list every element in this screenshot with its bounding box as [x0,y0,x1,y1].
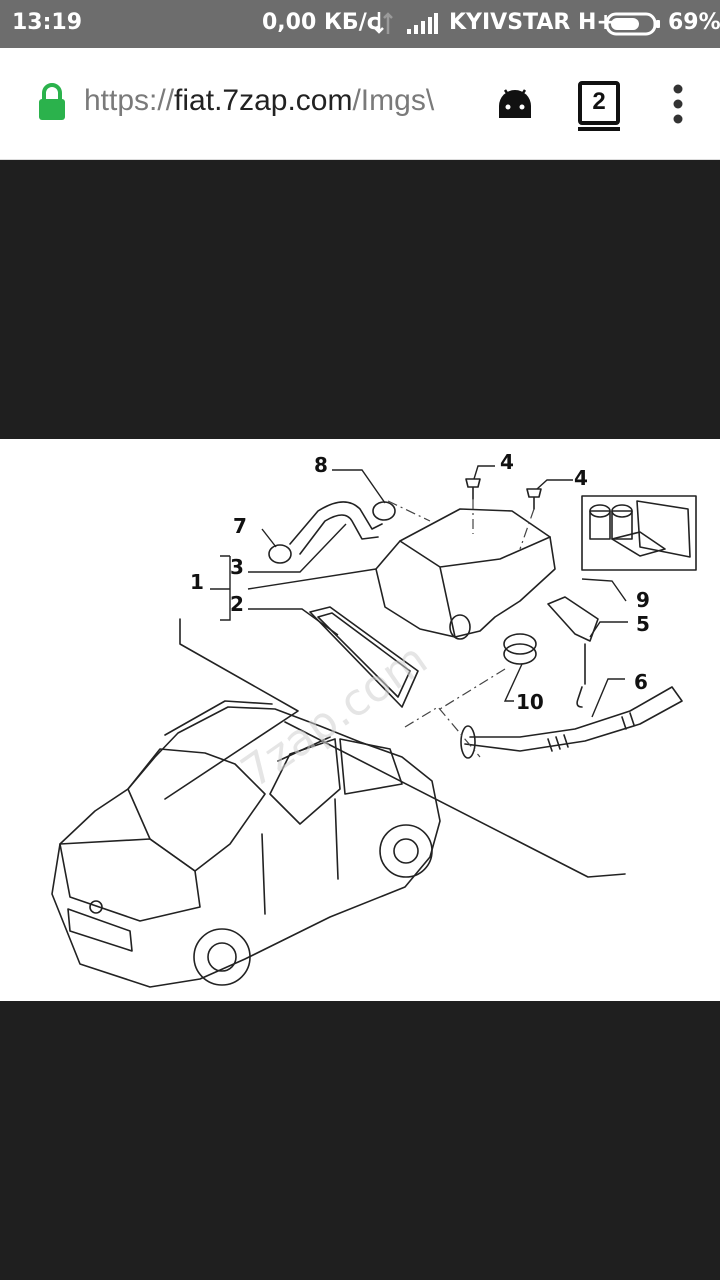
rear-wheel [379,824,433,878]
carrier-name: KYIVSTAR H+ [449,10,615,35]
car-side-window [269,738,341,825]
callout-8: 8 [314,453,328,477]
part-4-bolt-b [526,488,542,510]
part-1-airbox [375,508,556,638]
url-scheme: https:// [84,84,175,117]
part-8-clamp [372,501,396,521]
overflow-menu-icon[interactable] [668,82,688,126]
car-rear-window [339,738,403,795]
part-10-grommet [503,643,537,665]
part-5-spring [576,643,586,708]
part-4-bolt-a [465,478,481,500]
address-bar[interactable]: https://fiat.7zap.com/Imgs\ [84,84,470,124]
car-door-line [261,798,339,915]
part-8-hose [289,501,383,555]
browser-toolbar: https://fiat.7zap.com/Imgs\ 2 [0,48,720,160]
android-icon[interactable] [496,84,534,122]
network-speed: 0,00 КБ/с [262,10,380,35]
part-9-kit-box [581,495,697,571]
callout-4a: 4 [500,450,514,474]
parts-diagram-drawing: 7zap.com 1 2 3 4 4 5 6 7 8 9 10 [51,450,697,988]
callout-1: 1 [190,570,204,594]
callout-6: 6 [634,670,648,694]
part-6-duct-ribs [547,712,635,752]
front-wheel-hub [207,942,237,972]
rear-wheel-hub [393,838,419,864]
part-6-duct [464,686,683,752]
front-wheel [193,928,251,986]
part-1-airbox-outlet [449,614,471,640]
page-content: 7zap.com 1 2 3 4 4 5 6 7 8 9 10 [0,160,720,1280]
battery-icon [605,12,660,36]
lock-icon[interactable] [36,82,68,122]
status-bar: 13:19 0,00 КБ/с KYIVSTAR H+ 69% [0,0,720,48]
callout-3: 3 [230,555,244,579]
car-logo [89,900,103,914]
callout-2: 2 [230,592,244,616]
status-time: 13:19 [12,10,83,35]
part-2-filter [309,606,419,708]
car-grille [67,908,133,952]
battery-percent: 69% [668,10,720,35]
watermark: 7zap.com [232,634,437,798]
url-host: fiat.7zap.com [174,84,353,117]
signal-strength-icon [407,13,438,34]
callout-4b: 4 [574,466,588,490]
callout-7: 7 [233,514,247,538]
part-2-filter-inner [317,612,411,698]
part-1-airbox-seam [399,536,551,638]
url-path: /Imgs\ [352,84,435,117]
callout-5: 5 [636,612,650,636]
parts-diagram[interactable]: 7zap.com 1 2 3 4 4 5 6 7 8 9 10 [0,439,720,1001]
callout-9: 9 [636,588,650,612]
tab-switcher-button[interactable]: 2 [578,81,620,131]
guide-line-right [284,721,626,878]
part-7-clamp [268,544,292,564]
callout-10: 10 [516,690,544,714]
guide-line-left [164,618,299,800]
part-5-bracket [547,596,599,642]
car-hood-line [59,838,201,922]
data-transfer-icon [374,12,393,34]
